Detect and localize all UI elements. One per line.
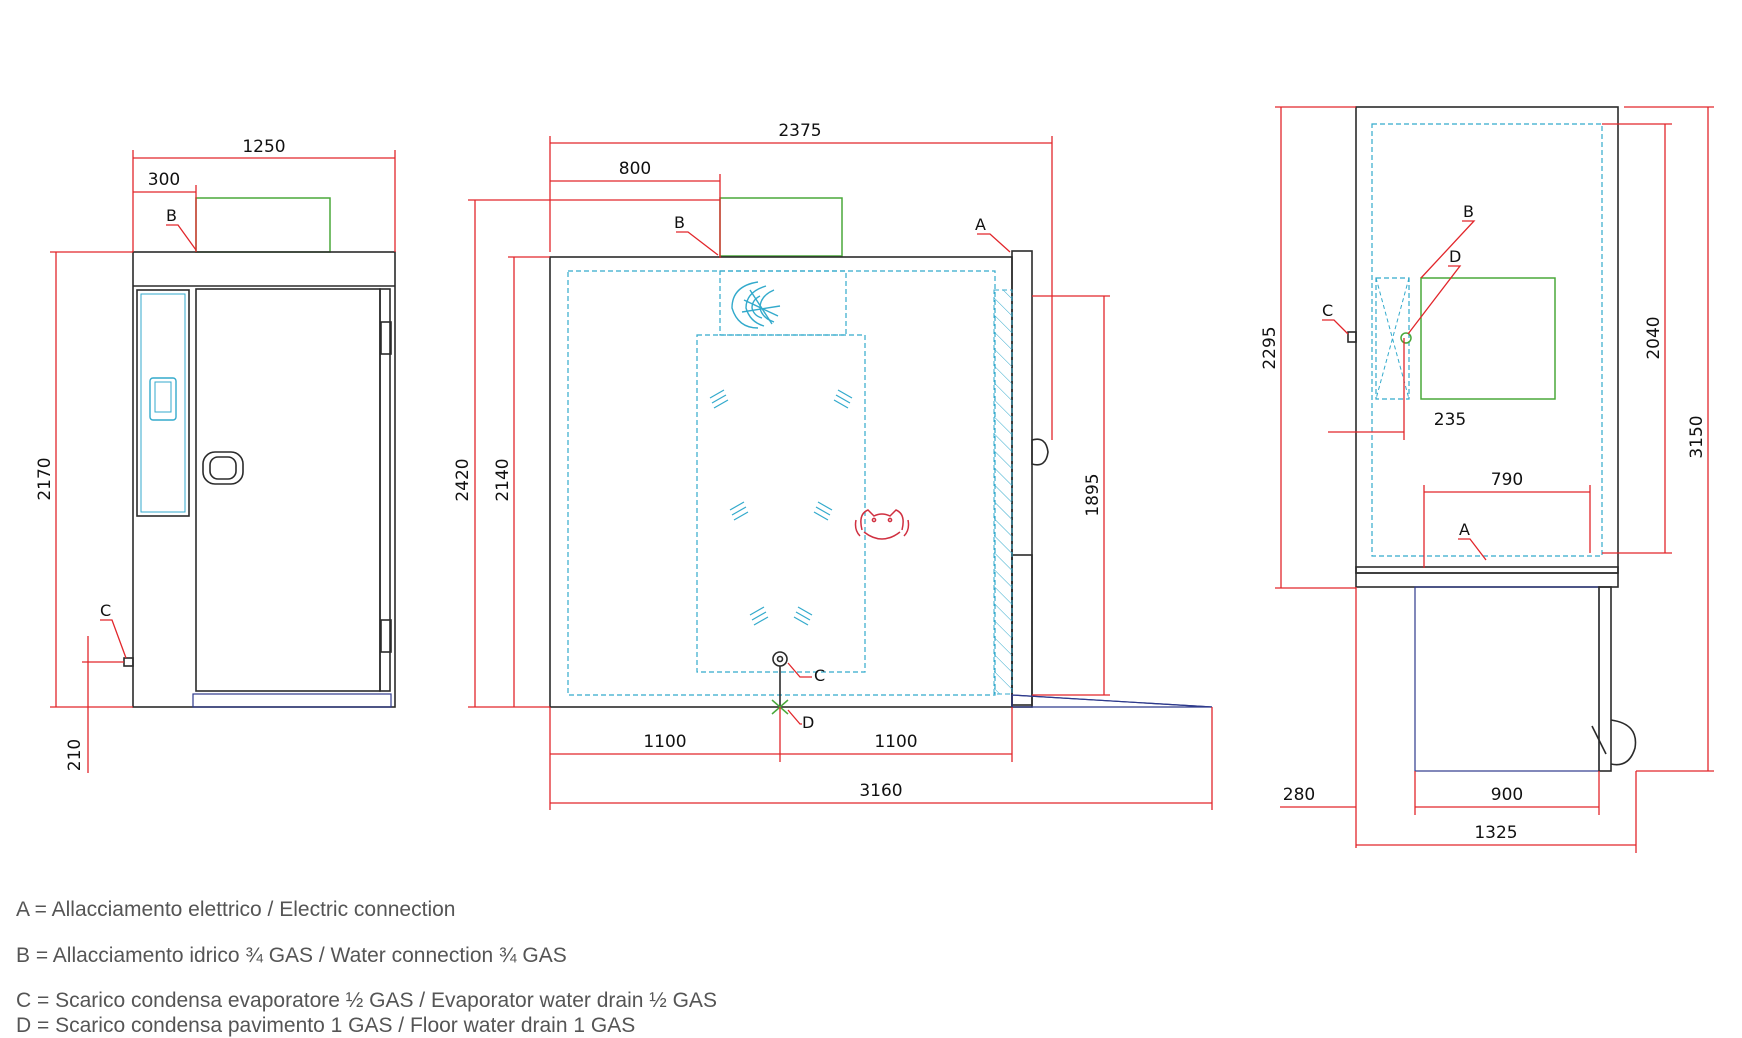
front-dim-height: 2170: [35, 457, 55, 500]
side-dim-offset: 800: [619, 159, 651, 179]
front-view: 1250 300 B 2170 210 C: [35, 137, 396, 773]
side-view: 2375 800 B A 2420 2140 1895 1100 1100: [453, 121, 1213, 810]
side-dim-height-body: 2140: [493, 458, 513, 501]
legend-item-d: D = Scarico condensa pavimento 1 GAS / F…: [16, 1014, 636, 1037]
side-dim-width-right: 1100: [874, 732, 917, 752]
plan-dim-height-total: 3150: [1687, 415, 1707, 458]
plan-label-c: C: [1322, 301, 1333, 320]
side-dim-width-top: 2375: [778, 121, 821, 141]
front-dim-base: 210: [65, 739, 85, 771]
side-label-a: A: [975, 215, 986, 234]
side-dim-width-total: 3160: [859, 781, 902, 801]
plan-view: 2295 2040 3150 235 790 280 900 1325 B D: [1260, 106, 1714, 853]
rack-markers: [709, 389, 853, 626]
side-label-b: B: [674, 213, 685, 232]
plan-dim-235: 235: [1434, 410, 1466, 430]
mascot-icon: [854, 509, 910, 540]
plan-label-a: A: [1459, 520, 1470, 539]
front-label-c: C: [100, 601, 111, 620]
plan-dim-height-left: 2295: [1260, 326, 1280, 369]
plan-label-d: D: [1449, 247, 1461, 266]
side-dim-width-left: 1100: [643, 732, 686, 752]
front-label-b: B: [166, 206, 177, 225]
side-dim-height-right: 1895: [1083, 473, 1103, 516]
legend-item-c: C = Scarico condensa evaporatore ½ GAS /…: [16, 989, 717, 1012]
plan-dim-900: 900: [1491, 785, 1523, 805]
plan-dim-1325: 1325: [1474, 823, 1517, 843]
fan-icon: [731, 281, 781, 329]
side-label-d: D: [802, 713, 814, 732]
front-dim-width: 1250: [242, 137, 285, 157]
legend-item-a: A = Allacciamento elettrico / Electric c…: [16, 898, 456, 921]
legend-item-b: B = Allacciamento idrico ¾ GAS / Water c…: [16, 944, 567, 967]
front-dim-offset: 300: [148, 170, 180, 190]
plan-dim-280: 280: [1283, 785, 1315, 805]
plan-dim-790: 790: [1491, 470, 1523, 490]
plan-label-b: B: [1463, 202, 1474, 221]
side-dim-height-total: 2420: [453, 458, 473, 501]
side-label-c: C: [814, 666, 825, 685]
plan-dim-height-inner: 2040: [1644, 316, 1664, 359]
